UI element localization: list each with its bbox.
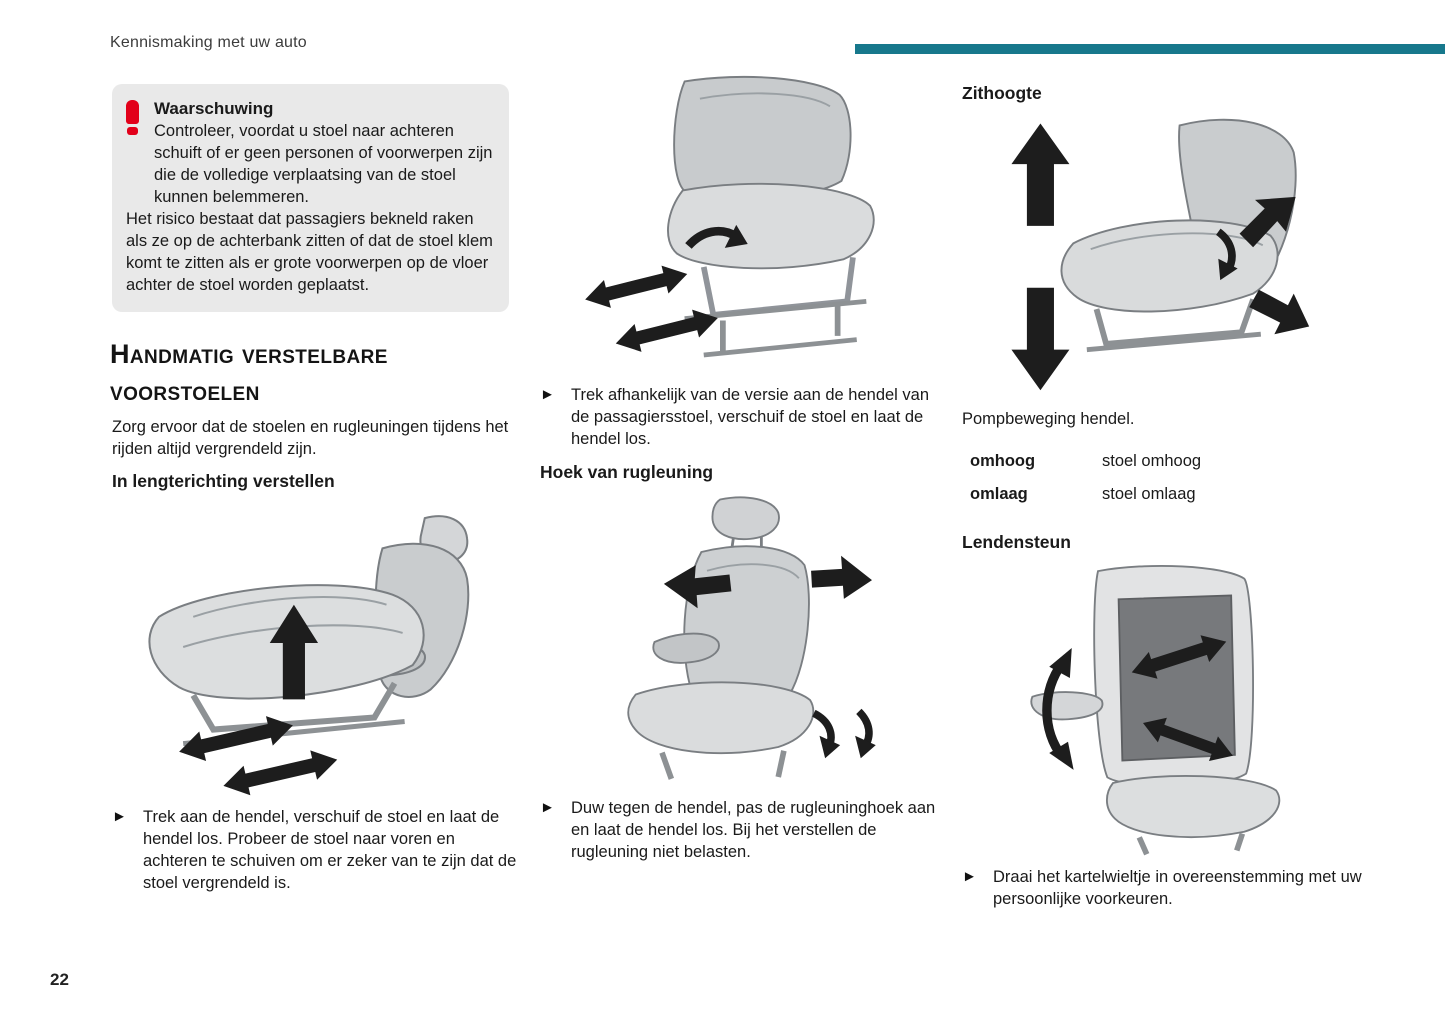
- bullet-arrow-icon: ►: [112, 808, 127, 825]
- lumbar-heading: Lendensteun: [962, 532, 1071, 552]
- backrest-angle-instruction: ► Duw tegen de hendel, pas de rugleuning…: [540, 797, 945, 863]
- passenger-slide-instruction: ► Trek afhankelijk van de versie aan de …: [540, 384, 940, 450]
- warning-paragraph-2: Het risico bestaat dat passagiers beknel…: [126, 210, 493, 294]
- lumbar-instruction: ► Draai het kartelwieltje in overeenstem…: [962, 866, 1362, 910]
- slide-double-arrow-icons: [585, 265, 718, 352]
- height-down-arrow-icon: [1011, 287, 1070, 391]
- knob-rotate-arrow-icon: [1042, 648, 1074, 770]
- pump-action-down: omlaag: [970, 485, 1028, 503]
- seat-illustration-passenger-slide: [585, 75, 875, 358]
- slide-double-arrow-icons: [179, 716, 338, 796]
- table-row: omlaag stoel omlaag: [970, 478, 1300, 511]
- lever-arrow-icon: [685, 224, 748, 249]
- section-intro: Zorg ervoor dat de stoelen en rugleuning…: [112, 418, 509, 458]
- warning-paragraph-1: Controleer, voordat u stoel naar achtere…: [154, 122, 493, 206]
- bullet-arrow-icon: ►: [540, 799, 555, 816]
- bullet-text: Trek afhankelijk van de versie aan de he…: [571, 386, 930, 448]
- seat-illustration-length-adjust: [148, 515, 470, 796]
- bullet-arrow-icon: ►: [962, 868, 977, 885]
- length-adjust-instruction: ► Trek aan de hendel, verschuif de stoel…: [112, 806, 520, 894]
- warning-box: Waarschuwing Controleer, voordat u stoel…: [112, 84, 509, 312]
- seat-illustration-seat-height: [1011, 118, 1310, 391]
- pump-result-down: stoel omlaag: [1102, 485, 1196, 503]
- section-title: Handmatig verstelbare voorstoelen: [110, 339, 388, 406]
- seat-illustration-lumbar: [1030, 564, 1281, 856]
- pump-action-up: omhoog: [970, 452, 1036, 470]
- lever-rotate-arrow-icons: [812, 708, 876, 759]
- lumbar-adjust-arrow-icons: [1131, 635, 1233, 761]
- bullet-arrow-icon: ►: [540, 386, 555, 403]
- warning-exclamation-icon: [126, 98, 142, 135]
- table-row: omhoog stoel omhoog: [970, 445, 1300, 478]
- chapter-header: Kennismaking met uw auto: [110, 34, 307, 51]
- pump-direction-table: omhoog stoel omhoog omlaag stoel omlaag: [970, 445, 1300, 511]
- bullet-text: Duw tegen de hendel, pas de rugleuningho…: [571, 799, 936, 861]
- height-up-arrow-icon: [1011, 123, 1070, 226]
- length-adjust-heading: In lengterichting verstellen: [112, 471, 335, 491]
- seat-height-heading: Zithoogte: [962, 83, 1042, 103]
- page-number: 22: [50, 970, 69, 989]
- seat-illustration-backrest-angle: [627, 496, 876, 780]
- recline-arrow-icons: [663, 555, 872, 609]
- warning-title: Waarschuwing: [154, 99, 274, 118]
- bullet-text: Draai het kartelwieltje in overeenstemmi…: [993, 868, 1362, 908]
- pump-lever-arrow-icons: [1215, 196, 1310, 335]
- bullet-text: Trek aan de hendel, verschuif de stoel e…: [143, 808, 517, 892]
- up-arrow-icon: [269, 604, 319, 700]
- backrest-angle-heading: Hoek van rugleuning: [540, 462, 714, 482]
- chapter-accent-bar: [855, 44, 1445, 54]
- pump-note: Pompbeweging hendel.: [962, 410, 1135, 428]
- pump-result-up: stoel omhoog: [1102, 452, 1202, 470]
